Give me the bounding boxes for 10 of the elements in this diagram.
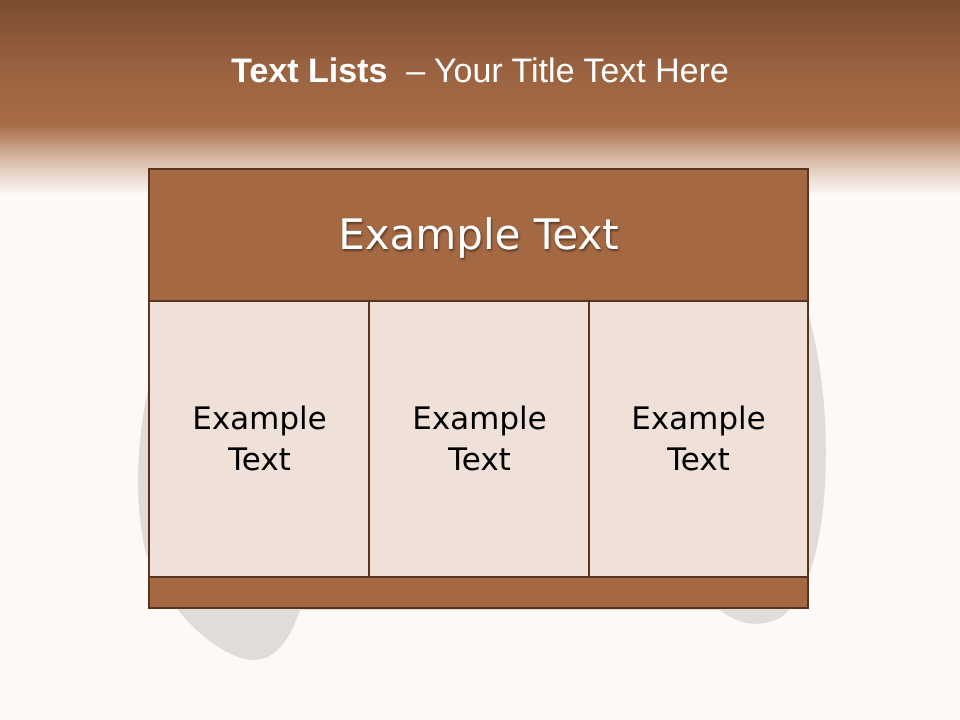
slide-title: Text Lists – Your Title Text Here (231, 52, 729, 91)
content-panel (588, 300, 809, 579)
header-text: Example Text (338, 208, 619, 261)
panel-text: Example Text (411, 400, 548, 480)
footer-bar (148, 576, 809, 609)
header-panel (148, 168, 809, 302)
panel-text: Example Text (630, 400, 767, 480)
panel-text: Example Text (191, 400, 328, 480)
content-panel (368, 300, 591, 579)
content-panel (148, 300, 371, 579)
